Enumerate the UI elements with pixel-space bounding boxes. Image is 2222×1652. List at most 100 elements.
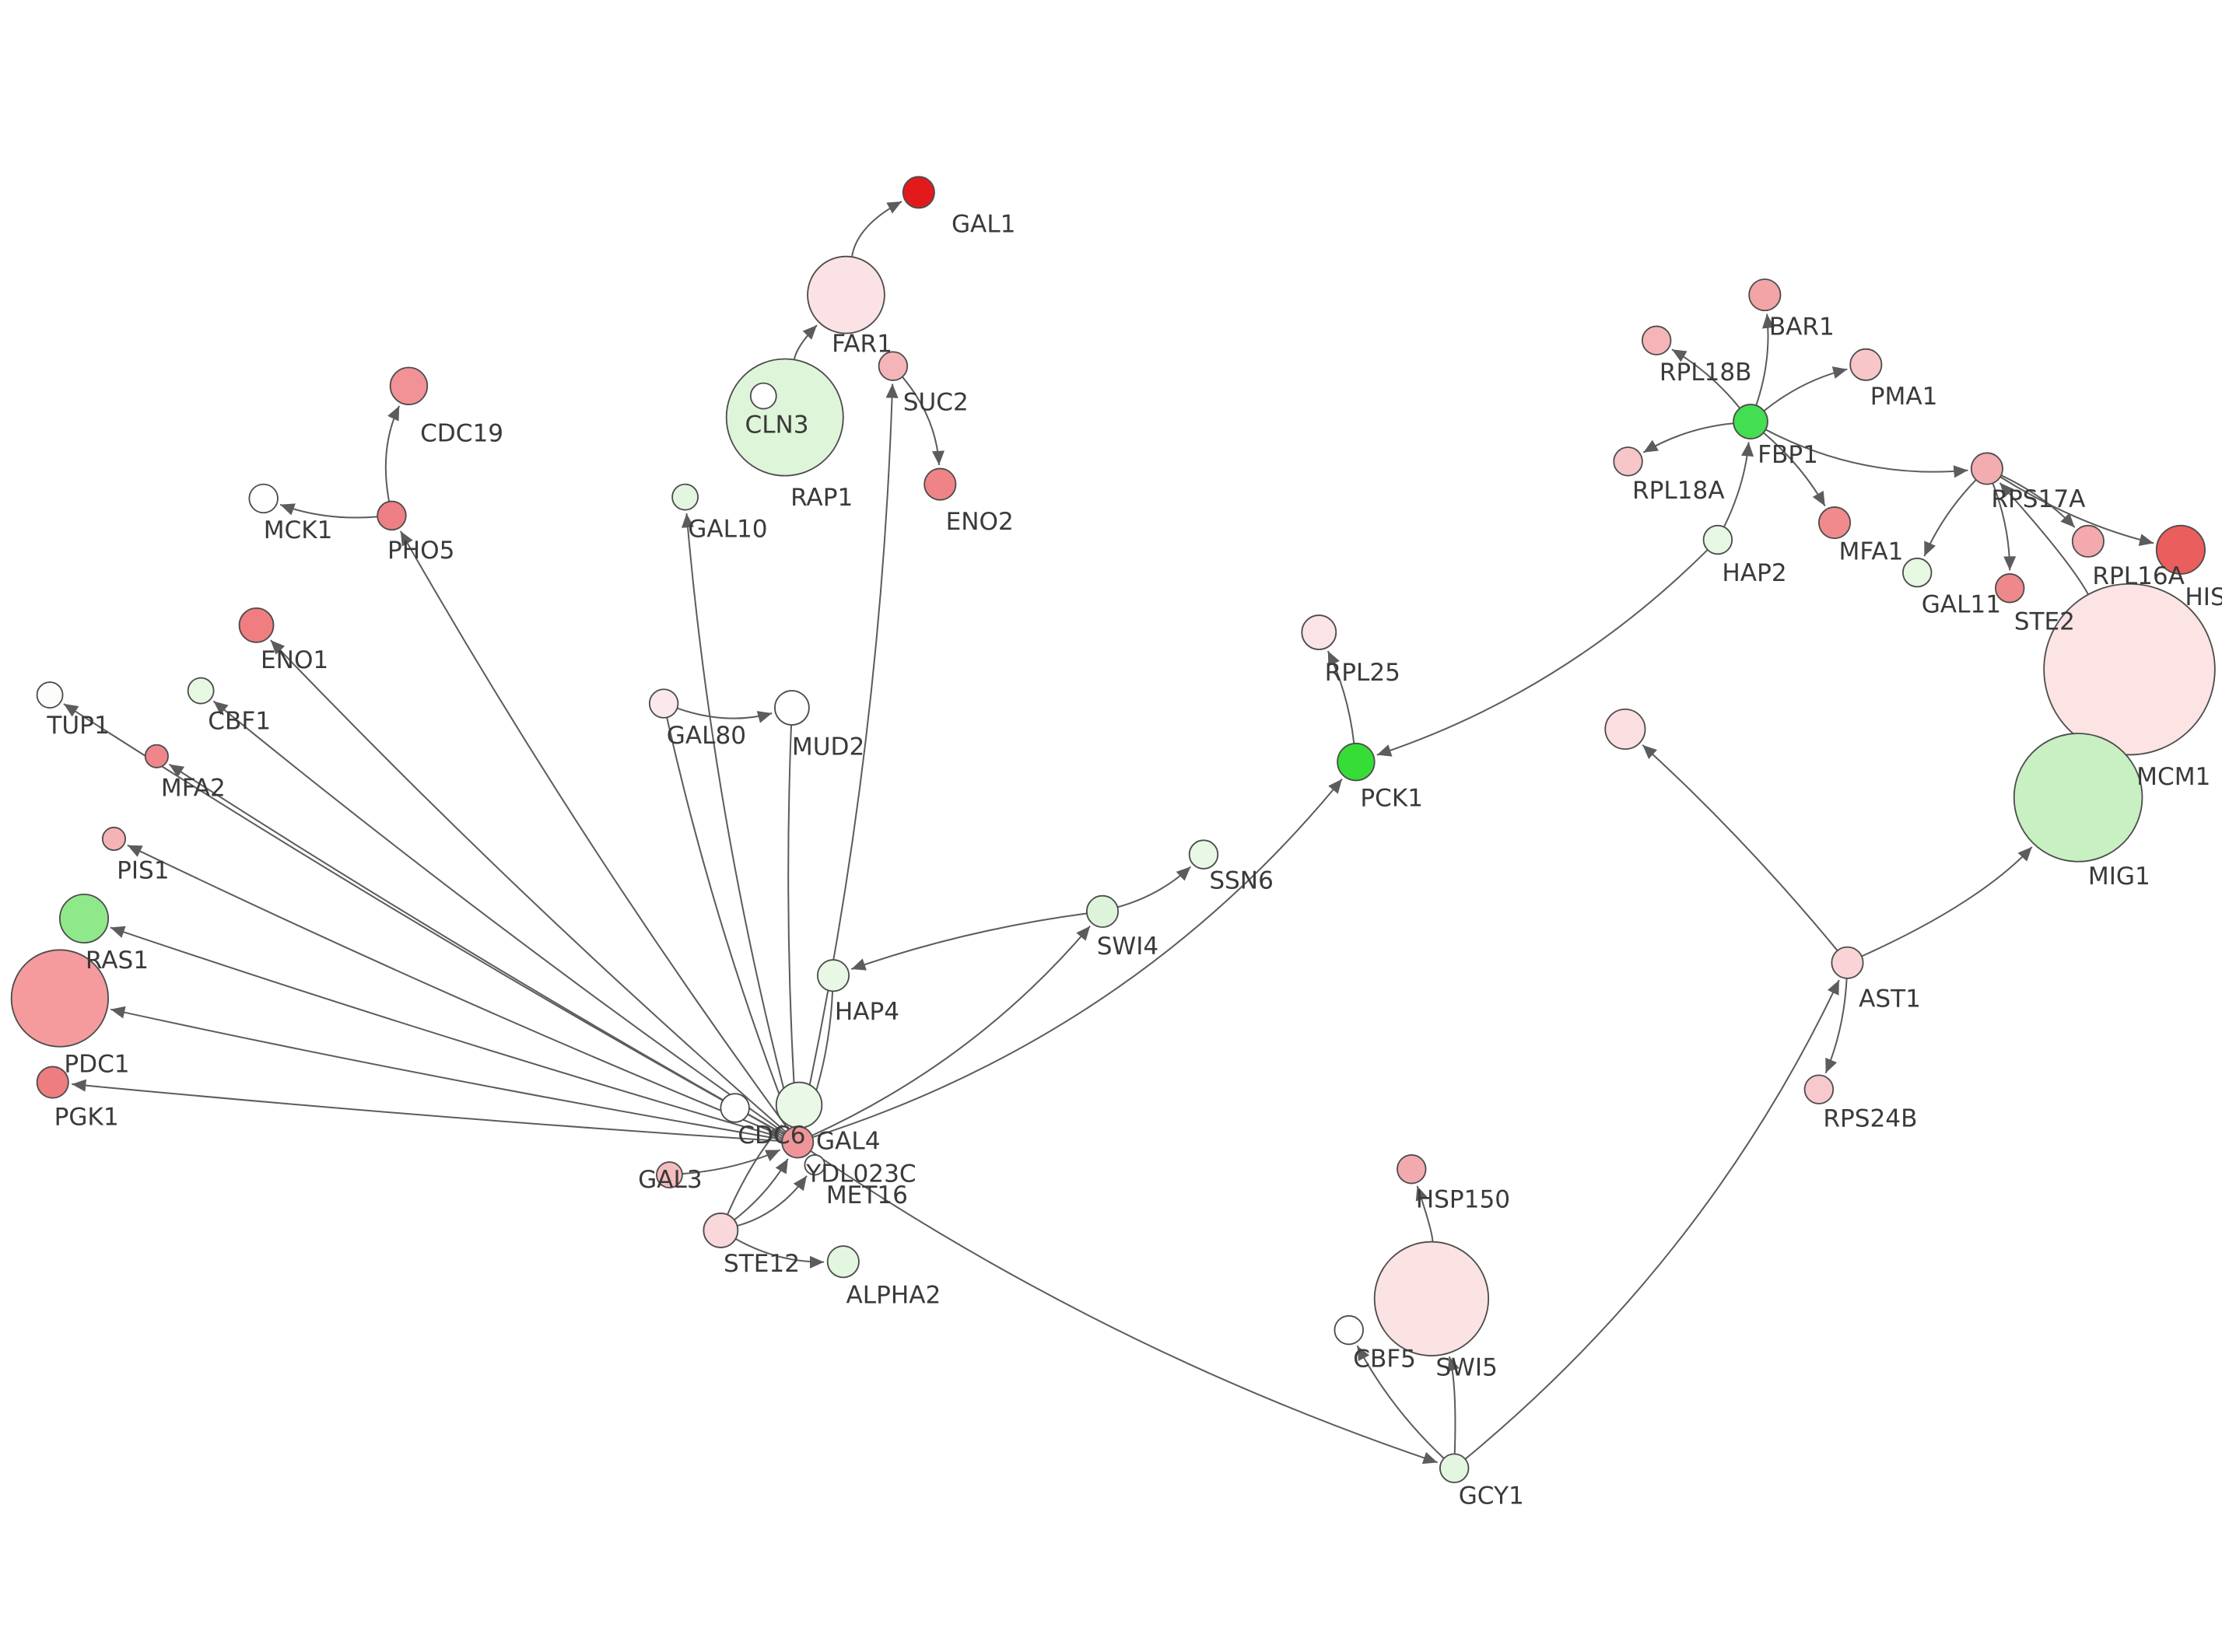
node-mud2[interactable] bbox=[774, 690, 810, 726]
edge-gal4-pck1[interactable] bbox=[812, 778, 1343, 1139]
edge-gal4-suc2[interactable] bbox=[800, 383, 899, 1127]
node-cbf5[interactable] bbox=[1334, 1314, 1364, 1346]
node-hsp150[interactable] bbox=[1397, 1153, 1427, 1185]
node-mck1[interactable] bbox=[248, 483, 279, 514]
node-pgk1[interactable] bbox=[36, 1066, 69, 1099]
node-pho5[interactable] bbox=[377, 500, 407, 531]
node-hap2[interactable] bbox=[1702, 524, 1733, 555]
edge-gal4-tup1[interactable] bbox=[63, 703, 785, 1136]
node-gal11[interactable] bbox=[1901, 557, 1933, 588]
edge-ste12-met16[interactable] bbox=[737, 1175, 808, 1227]
node-pck1[interactable] bbox=[1337, 742, 1376, 782]
edge-swi4-ssn6[interactable] bbox=[1117, 866, 1192, 908]
edge-ast1-node1[interactable] bbox=[1642, 744, 1838, 951]
node-swi5[interactable] bbox=[1373, 1241, 1490, 1356]
node-mcm1[interactable] bbox=[2043, 583, 2216, 756]
edge-fbp1-mfa1[interactable] bbox=[1763, 432, 1826, 507]
node-far1[interactable] bbox=[807, 255, 885, 334]
edge-pho5-mck1[interactable] bbox=[279, 503, 378, 519]
node-ste2[interactable] bbox=[1994, 573, 2025, 604]
edge-cln3-far1[interactable] bbox=[793, 324, 818, 360]
node-fbp1[interactable] bbox=[1733, 404, 1768, 439]
node-gal10[interactable] bbox=[671, 483, 699, 511]
node-gcy1[interactable] bbox=[1439, 1453, 1470, 1483]
edge-rps17a-ste2[interactable] bbox=[1992, 482, 2017, 571]
edge-fbp1-rps17a[interactable] bbox=[1765, 429, 1968, 478]
node-rps17a[interactable] bbox=[1970, 452, 2003, 485]
edge-gcy1-swi5[interactable] bbox=[1447, 1356, 1460, 1454]
node-mfa2[interactable] bbox=[144, 744, 169, 768]
edge-rps17a-his4[interactable] bbox=[1999, 476, 2154, 547]
node-ras1[interactable] bbox=[58, 893, 110, 944]
node-pma1[interactable] bbox=[1849, 348, 1883, 381]
edge-gal4-pgk1[interactable] bbox=[72, 1079, 783, 1143]
edge-gal3-gal4[interactable] bbox=[682, 1149, 781, 1175]
node-rps24b[interactable] bbox=[1803, 1074, 1835, 1104]
node-rpl18b[interactable] bbox=[1641, 325, 1672, 355]
edge-gal80-mud2[interactable] bbox=[677, 707, 773, 723]
node-cdc19[interactable] bbox=[389, 366, 429, 406]
node-cdc6[interactable] bbox=[720, 1093, 750, 1123]
node-ste12[interactable] bbox=[703, 1213, 739, 1248]
node-gal1[interactable] bbox=[902, 176, 935, 209]
edge-gcy1-ast1[interactable] bbox=[1464, 979, 1840, 1460]
edge-gcy1-cbf5[interactable] bbox=[1356, 1345, 1445, 1459]
edge-pho5-cdc19[interactable] bbox=[384, 405, 401, 502]
edge-fbp1-rpl18b[interactable] bbox=[1671, 348, 1741, 409]
node-cbf1[interactable] bbox=[187, 677, 215, 705]
node-met16[interactable] bbox=[804, 1153, 825, 1176]
edge-fbp1-bar1[interactable] bbox=[1755, 313, 1775, 406]
node-suc2[interactable] bbox=[878, 351, 909, 381]
edge-pck1-rpl25[interactable] bbox=[1327, 650, 1355, 744]
edge-ste12-gal4[interactable] bbox=[734, 1158, 789, 1221]
node-rap1[interactable] bbox=[749, 382, 777, 410]
edge-gal4-gal10[interactable] bbox=[681, 513, 795, 1128]
edge-gal4-pho5[interactable] bbox=[399, 530, 790, 1130]
edge-gal4-ras1[interactable] bbox=[110, 926, 783, 1139]
edge-rps17a-rpl16a[interactable] bbox=[2000, 474, 2076, 528]
edge-swi5-hsp150[interactable] bbox=[1415, 1185, 1434, 1242]
node-gal80[interactable] bbox=[648, 688, 679, 719]
edge-gal4-pdc1[interactable] bbox=[110, 1006, 783, 1140]
edge-ast1-mig1[interactable] bbox=[1861, 846, 2033, 957]
node-ast1[interactable] bbox=[1831, 946, 1864, 979]
node-hap4[interactable] bbox=[816, 959, 850, 992]
edge-ste12-ydl023c[interactable] bbox=[727, 1124, 783, 1216]
edge-gal80-gal4[interactable] bbox=[666, 717, 792, 1125]
node-ssn6[interactable] bbox=[1188, 839, 1219, 870]
edge-fbp1-pma1[interactable] bbox=[1763, 366, 1848, 412]
node-pdc1[interactable] bbox=[10, 949, 110, 1048]
node-mfa1[interactable] bbox=[1817, 506, 1852, 540]
edge-gal4-mfa2[interactable] bbox=[168, 763, 785, 1136]
edge-ste12-alpha2[interactable] bbox=[734, 1237, 825, 1269]
edge-mcm1-rps17a[interactable] bbox=[1999, 482, 2089, 595]
node-eno1[interactable] bbox=[238, 607, 275, 643]
node-eno2[interactable] bbox=[923, 467, 957, 501]
node-gal3[interactable] bbox=[656, 1161, 683, 1188]
node-rpl16a[interactable] bbox=[2071, 524, 2105, 558]
node-unnamed[interactable] bbox=[1604, 708, 1646, 751]
edge-far1-gal1[interactable] bbox=[850, 201, 902, 257]
edge-suc2-eno2[interactable] bbox=[902, 376, 945, 465]
edge-gal4-pis1[interactable] bbox=[127, 844, 783, 1137]
edge-gal4-eno1[interactable] bbox=[270, 639, 787, 1133]
edge-mud2-gal4[interactable] bbox=[787, 724, 802, 1123]
node-pis1[interactable] bbox=[101, 826, 127, 852]
edge-ast1-rps24b[interactable] bbox=[1824, 978, 1848, 1074]
edge-gal4-cbf1[interactable] bbox=[212, 700, 786, 1134]
edge-fbp1-rpl18a[interactable] bbox=[1642, 422, 1734, 453]
edge-rps17a-gal11[interactable] bbox=[1923, 479, 1977, 557]
node-swi4[interactable] bbox=[1085, 894, 1120, 928]
node-gal4[interactable] bbox=[781, 1125, 815, 1159]
node-bar1[interactable] bbox=[1748, 278, 1782, 312]
node-his4[interactable] bbox=[2155, 524, 2206, 575]
node-alpha2[interactable] bbox=[826, 1245, 860, 1279]
edge-hap2-fbp1[interactable] bbox=[1723, 442, 1754, 527]
edge-hap2-pck1[interactable] bbox=[1376, 549, 1709, 757]
edge-swi4-hap4[interactable] bbox=[850, 912, 1088, 971]
node-rpl18a[interactable] bbox=[1613, 446, 1643, 477]
edge-gal4-gcy1[interactable] bbox=[810, 1150, 1438, 1465]
node-rpl25[interactable] bbox=[1301, 614, 1337, 650]
edge-gal4-swi4[interactable] bbox=[811, 926, 1091, 1136]
